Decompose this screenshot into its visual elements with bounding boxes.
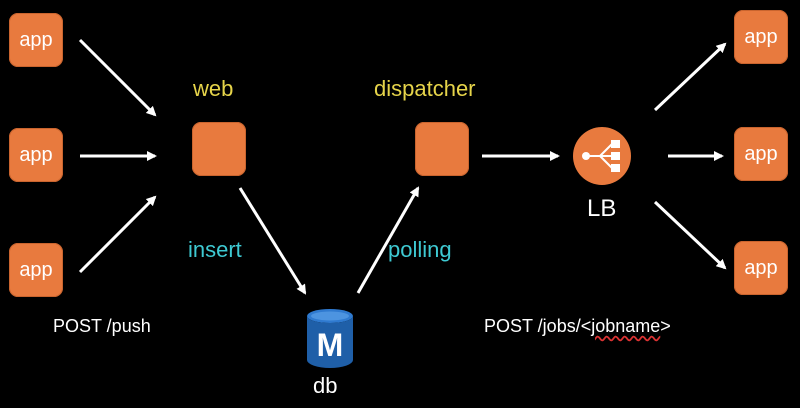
database-icon: M — [307, 309, 353, 368]
post-push-caption: POST /push — [53, 316, 151, 336]
dispatcher-label: dispatcher — [374, 76, 476, 101]
dispatcher-node — [415, 122, 469, 176]
arrow-lb-to-app6 — [653, 200, 727, 270]
app-node-label: app — [19, 28, 53, 51]
arrow-app1-to-web — [78, 38, 157, 117]
insert-label: insert — [188, 237, 242, 262]
app-node-label: app — [19, 258, 53, 281]
app-node-label: app — [744, 25, 778, 48]
arrow-lb-to-app4 — [653, 42, 727, 112]
app-node-label: app — [744, 256, 778, 279]
arrow-app3-to-web — [78, 195, 157, 274]
post-jobs-suffix: > — [660, 316, 671, 336]
app-node-label: app — [19, 143, 53, 166]
lb-label: LB — [587, 195, 617, 222]
post-jobs-jobname: jobname — [591, 316, 661, 336]
arrow-web-to-db — [238, 187, 307, 295]
app-node-left-1: app — [9, 13, 63, 67]
app-node-label: app — [744, 142, 778, 165]
app-node-right-1: app — [734, 10, 788, 64]
post-jobs-caption: POST /jobs/<jobname> — [484, 316, 671, 337]
app-node-left-2: app — [9, 128, 63, 182]
web-label: web — [193, 76, 234, 101]
app-node-right-2: app — [734, 127, 788, 181]
database-icon-letter: M — [317, 327, 344, 363]
app-node-right-3: app — [734, 241, 788, 295]
web-node — [192, 122, 246, 176]
polling-label: polling — [388, 237, 452, 262]
load-balancer-icon — [573, 127, 631, 185]
arrow-db-to-dispatcher — [356, 186, 420, 294]
db-label: db — [313, 373, 338, 398]
post-jobs-prefix: POST /jobs/< — [484, 316, 592, 336]
app-node-left-3: app — [9, 243, 63, 297]
